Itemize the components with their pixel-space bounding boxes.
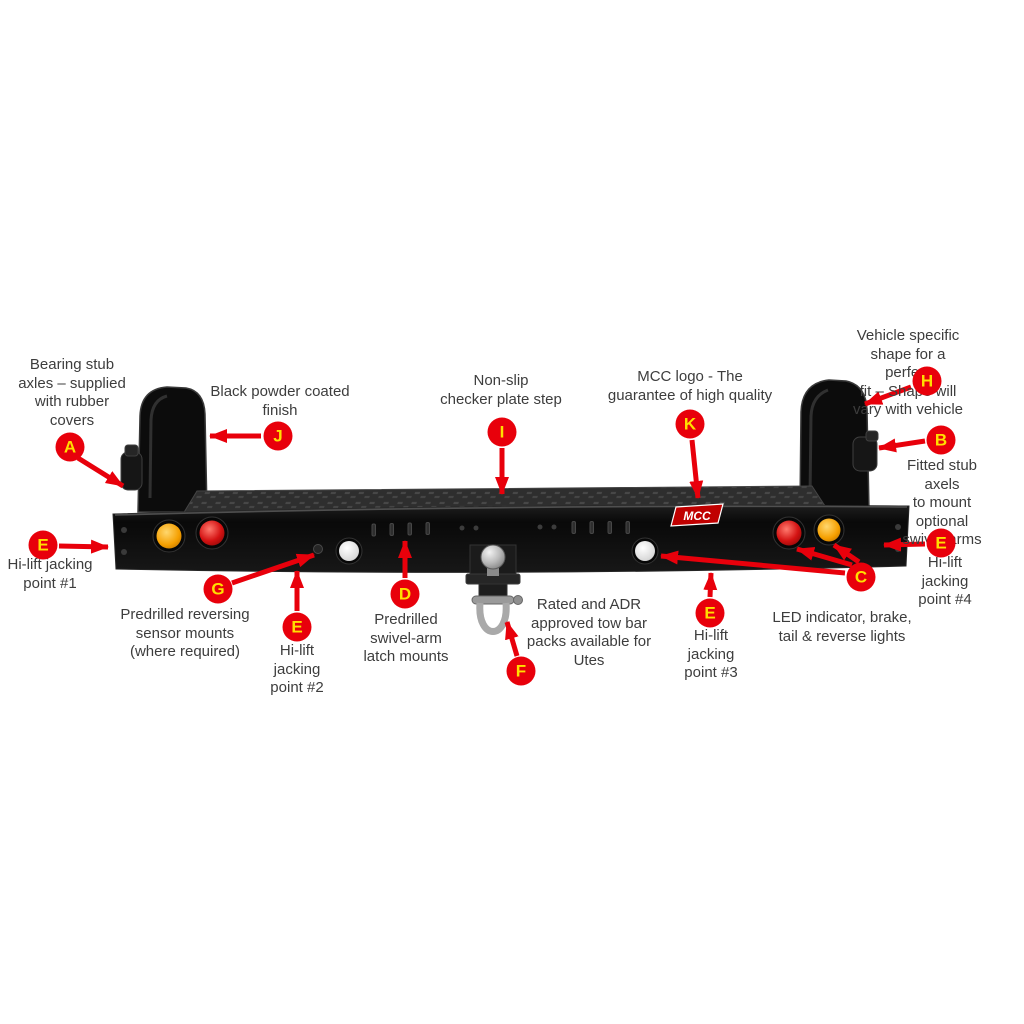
callout-badge-e2: E xyxy=(282,612,312,642)
callout-letter: J xyxy=(273,426,283,445)
arrow-k xyxy=(689,439,704,499)
callout-badge-j: J xyxy=(263,421,293,451)
label-checker-plate-step: Non-slip checker plate step xyxy=(440,372,562,408)
label-mcc-logo: MCC logo - The guarantee of high quality xyxy=(607,368,773,404)
callout-letter: E xyxy=(291,617,303,636)
label-tow-bar-packs: Rated and ADR approved tow bar packs ava… xyxy=(526,596,652,669)
callout-letter: D xyxy=(398,584,412,603)
callout-letter: E xyxy=(935,533,947,552)
arrow-c2 xyxy=(796,546,853,568)
tow-ball xyxy=(480,544,506,570)
tail-light-right xyxy=(776,520,802,546)
label-led-lights: LED indicator, brake, tail & reverse lig… xyxy=(772,609,912,645)
left-stub-axle xyxy=(120,444,143,491)
reverse-light-left xyxy=(339,541,359,561)
callout-arrows xyxy=(58,384,926,657)
label-powder-coated-finish: Black powder coated finish xyxy=(210,383,350,419)
arrow-e1 xyxy=(58,539,109,554)
arrow-e3 xyxy=(703,572,718,598)
arrow-h xyxy=(864,384,912,407)
mcc-logo: MCC xyxy=(670,503,724,527)
callout-badge-f: F xyxy=(506,656,536,686)
arrow-c1 xyxy=(660,550,846,576)
callout-badge-e3: E xyxy=(695,598,725,628)
label-vehicle-specific-shape: Vehicle specific shape for a perfect fit… xyxy=(852,327,964,419)
sensor-mount-hole xyxy=(313,544,323,554)
callout-badge-h: H xyxy=(912,366,942,396)
led-lights xyxy=(152,514,845,565)
callout-letter: A xyxy=(63,437,77,456)
callout-badge-a: A xyxy=(55,432,85,462)
tail-light-left xyxy=(199,520,225,546)
mcc-logo-text: MCC xyxy=(683,509,711,523)
left-wing xyxy=(137,386,208,513)
callout-badge-e4: E xyxy=(926,528,956,558)
arrow-e4 xyxy=(883,537,926,552)
label-fitted-stub-axels: Fitted stub axels to mount optional swiv… xyxy=(902,457,981,548)
label-bearing-stub-axles: Bearing stub axles – supplied with rubbe… xyxy=(18,356,126,429)
arrow-a xyxy=(76,455,125,489)
callout-badge-b: B xyxy=(926,425,956,455)
label-jacking-point-2: Hi-lift jacking point #2 xyxy=(270,642,324,697)
callout-letter: G xyxy=(211,579,225,598)
latch-mounts xyxy=(371,521,630,537)
callout-letter: I xyxy=(499,422,505,441)
arrow-g xyxy=(231,552,315,586)
callout-letter: E xyxy=(37,535,49,554)
callout-letter: C xyxy=(854,567,868,586)
label-jacking-point-3: Hi-lift jacking point #3 xyxy=(684,627,738,682)
right-stub-axle xyxy=(852,430,879,472)
label-reversing-sensor-mounts: Predrilled reversing sensor mounts (wher… xyxy=(120,606,250,661)
callout-letter: E xyxy=(704,603,716,622)
callout-badge-c: C xyxy=(846,562,876,592)
arrow-c3 xyxy=(832,542,861,565)
callout-letter: B xyxy=(934,430,948,449)
callout-badge-k: K xyxy=(675,409,705,439)
callout-letter: F xyxy=(515,661,527,680)
callout-letter: H xyxy=(920,371,934,390)
callout-badge-e1: E xyxy=(28,530,58,560)
label-jacking-point-1: Hi-lift jacking point #1 xyxy=(7,556,93,592)
shackle xyxy=(476,602,510,635)
indicator-light-right xyxy=(817,518,841,542)
callout-badge-i: I xyxy=(487,417,517,447)
tow-bar-hitch xyxy=(465,544,523,635)
callout-badge-d: D xyxy=(390,579,420,609)
callout-letter: K xyxy=(683,414,697,433)
callout-badge-g: G xyxy=(203,574,233,604)
arrow-b xyxy=(878,438,926,453)
indicator-light-left xyxy=(156,523,182,549)
label-jacking-point-4: Hi-lift jacking point #4 xyxy=(918,554,972,609)
reverse-light-right xyxy=(635,541,655,561)
label-swivel-arm-latch-mounts: Predrilled swivel-arm latch mounts xyxy=(363,611,449,666)
arrow-f xyxy=(504,621,520,657)
